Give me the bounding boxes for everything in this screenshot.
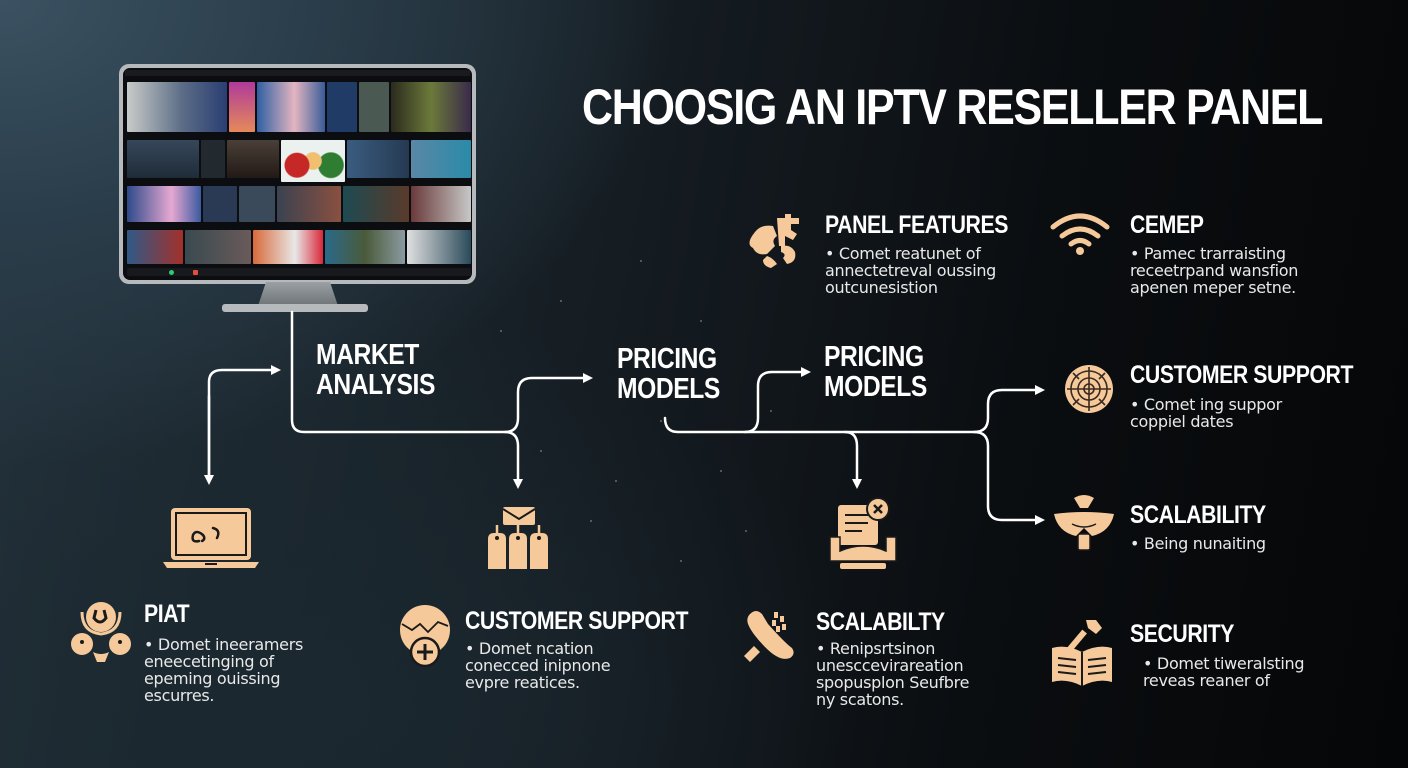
phone-wheat-icon [744,611,794,662]
card-title-scalability-right: SCALABILITY [1130,501,1266,529]
laptop-icon [163,508,259,568]
target-icon [1065,365,1113,413]
book-hammer-icon [1052,620,1112,686]
card-body-security: • Domet tiweralsting reveas reaner of [1143,654,1305,690]
card-body-piat: • Domet ineeramers eneecetinging of epem… [144,635,304,705]
label-pricing-models-2-text: PRICING MODELS [824,341,927,403]
monitor-stand [258,282,338,306]
card-body-scalability-bottom: • Renipsrtsinon unesccevirareation spopu… [816,639,970,709]
label-pricing-models-1: PRICING MODELS [617,344,720,404]
label-market-analysis: MARKET ANALYSIS [316,340,435,400]
label-pricing-models-2: PRICING MODELS [824,342,927,402]
card-title-piat: PIAT [144,600,190,628]
puzzle-icon [749,214,799,268]
card-title-scalability-bottom: SCALABILTY [816,608,945,636]
wifi-icon [1050,213,1110,255]
card-body-scalability-right: • Being nunaiting [1130,534,1266,553]
card-body-customer-support-right: • Comet ing suppor coppiel dates [1130,395,1282,431]
monitor-base [222,304,368,312]
card-title-cemep: CEMEP [1130,211,1204,239]
label-market-analysis-text: MARKET ANALYSIS [316,339,435,401]
channel-grid [123,68,472,280]
price-tags-icon [488,507,548,569]
document-laptop-icon [829,497,897,569]
label-pricing-models-1-text: PRICING MODELS [617,343,720,405]
card-title-security: SECURITY [1130,620,1235,648]
shield-wings-icon [1054,495,1114,551]
card-title-panel-features: PANEL FEATURES [825,211,1008,239]
scale-icon [71,602,131,662]
card-body-cemep: • Pamec trarraisting receetrpand wansfio… [1130,244,1299,297]
card-body-customer-support-bottom: • Domet ncation conecced inipnone evpre … [465,639,611,692]
card-body-panel-features: • Comet reatunet of annectetreval oussin… [825,244,997,297]
card-title-customer-support-right: CUSTOMER SUPPORT [1130,361,1354,389]
page-title: CHOOSIG AN IPTV RESELLER PANEL [582,79,1323,135]
monitor [119,64,476,284]
card-title-customer-support-bottom: CUSTOMER SUPPORT [465,607,689,635]
globe-plus-icon [400,605,450,668]
